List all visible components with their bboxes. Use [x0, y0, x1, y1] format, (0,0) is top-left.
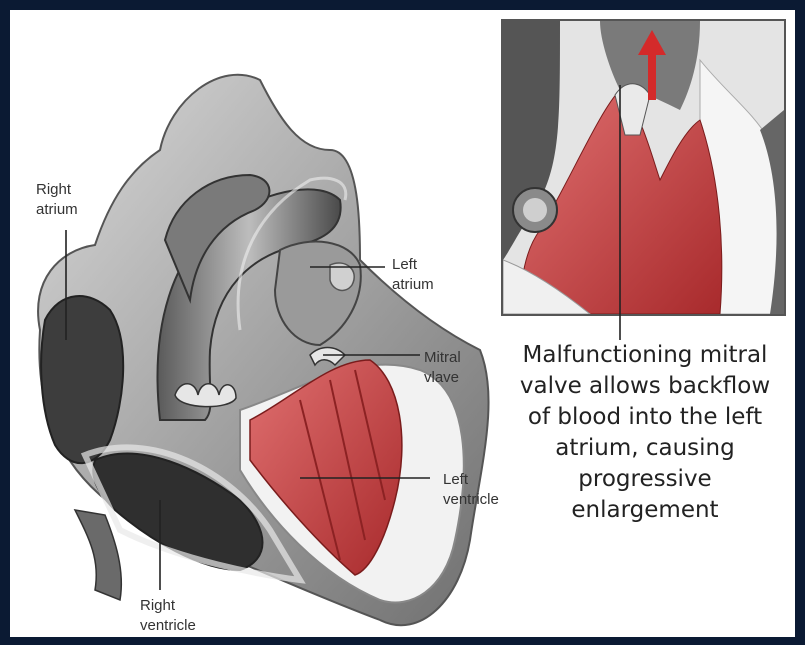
caption-line-3: of blood into the left: [490, 402, 800, 433]
caption-line-2: valve allows backflow: [490, 371, 800, 402]
label-mitral-valve-line2: vlave: [424, 368, 461, 388]
label-mitral-valve: Mitral vlave: [424, 348, 461, 388]
aortic-valve: [175, 384, 236, 407]
label-left-atrium-line1: Left: [392, 255, 434, 275]
label-left-atrium-line2: atrium: [392, 275, 434, 295]
label-right-atrium-line1: Right: [36, 180, 78, 200]
label-right-atrium: Right atrium: [36, 180, 78, 220]
label-left-atrium: Left atrium: [392, 255, 434, 295]
inset-valve-closeup: [502, 20, 785, 315]
label-right-ventricle: Right ventricle: [140, 596, 196, 636]
caption-line-6: enlargement: [490, 495, 800, 526]
caption-text: Malfunctioning mitral valve allows backf…: [490, 340, 800, 526]
label-right-atrium-line2: atrium: [36, 200, 78, 220]
caption-line-5: progressive: [490, 464, 800, 495]
right-atrium-chamber: [41, 296, 123, 463]
caption-line-4: atrium, causing: [490, 433, 800, 464]
label-mitral-valve-line1: Mitral: [424, 348, 461, 368]
caption-line-1: Malfunctioning mitral: [490, 340, 800, 371]
label-right-ventricle-line1: Right: [140, 596, 196, 616]
label-right-ventricle-line2: ventricle: [140, 616, 196, 636]
